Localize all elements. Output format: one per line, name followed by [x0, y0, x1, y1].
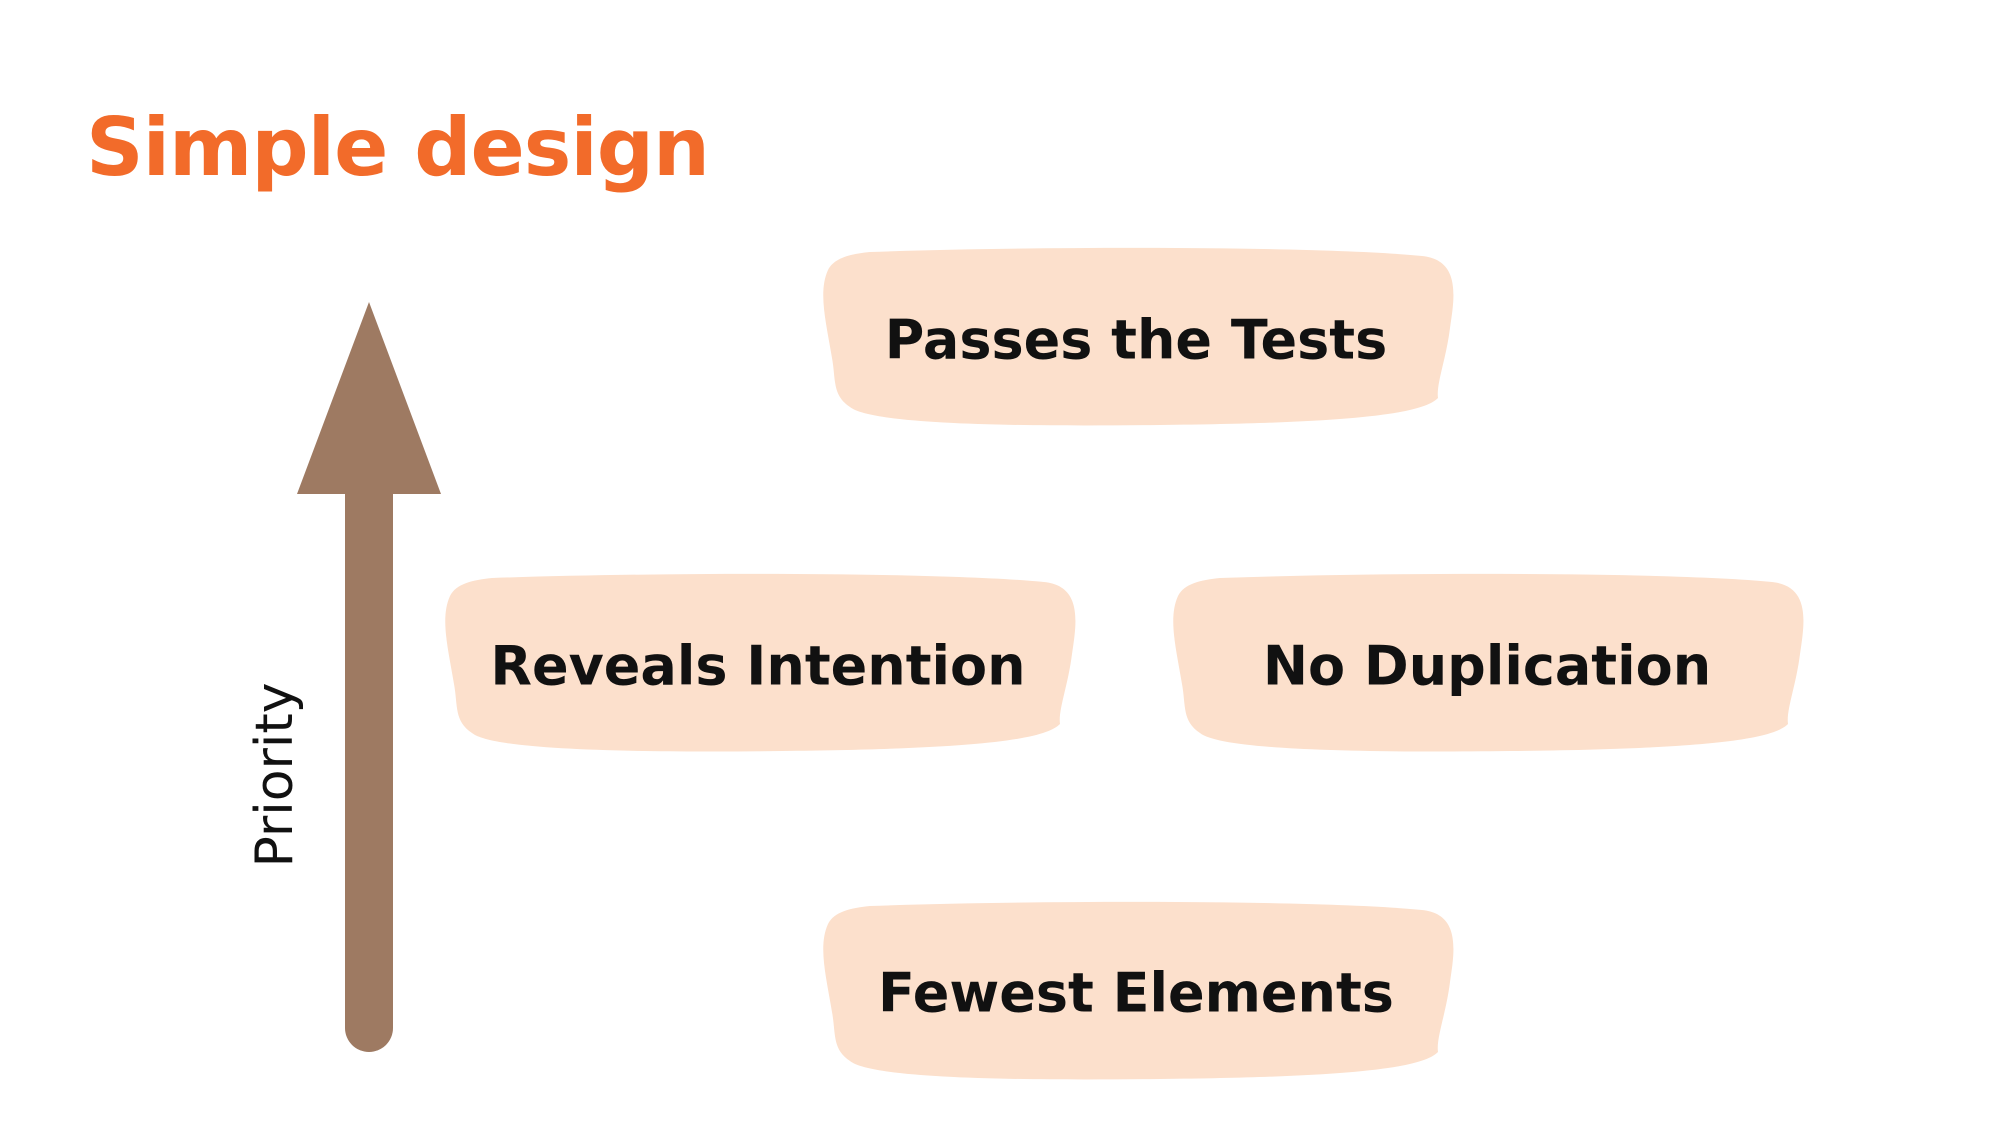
slide-title: Simple design — [86, 101, 710, 194]
box-no-duplication-label: No Duplication — [1263, 635, 1711, 698]
box-passes-the-tests-shape — [823, 247, 1454, 426]
box-fewest-elements: Fewest Elements — [823, 901, 1454, 1080]
box-reveals-intention: Reveals Intention — [445, 573, 1076, 752]
box-passes-the-tests-label: Passes the Tests — [885, 309, 1387, 372]
axis-label-priority: Priority — [245, 682, 305, 867]
box-fewest-elements-shape — [823, 901, 1454, 1080]
box-no-duplication-shape — [1173, 573, 1804, 752]
box-fewest-elements-label: Fewest Elements — [878, 962, 1394, 1025]
box-passes-the-tests: Passes the Tests — [823, 247, 1454, 426]
box-reveals-intention-label: Reveals Intention — [490, 635, 1025, 698]
box-no-duplication: No Duplication — [1173, 573, 1804, 752]
box-reveals-intention-shape — [445, 573, 1076, 752]
up-arrow-icon — [297, 302, 441, 1052]
arrow-head — [297, 302, 441, 494]
